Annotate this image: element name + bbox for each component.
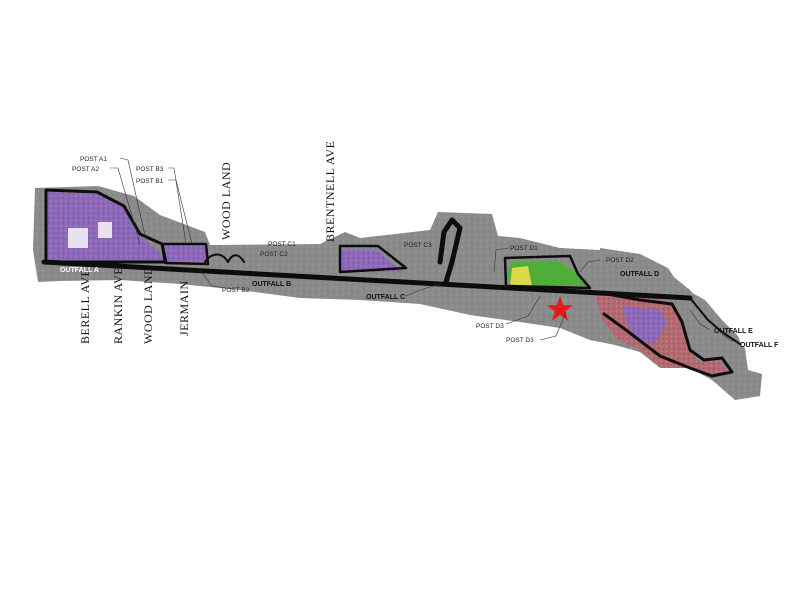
outfall-label-f: OUTFALL F <box>740 342 779 349</box>
boundary-d-east <box>594 290 734 378</box>
post-label-b2: POST B2 <box>222 287 250 294</box>
outfall-label-b: OUTFALL B <box>252 281 291 288</box>
zone-purple-c <box>340 250 404 272</box>
ground-east-spur <box>600 248 744 352</box>
boundary-a <box>44 188 168 264</box>
leader-post-b2 <box>199 269 233 290</box>
outfall-label-c: OUTFALL C <box>366 294 405 301</box>
post-label-d1: POST D1 <box>510 245 538 252</box>
post-label-c2: POST C2 <box>260 251 288 258</box>
leader-outfall-f <box>721 333 741 344</box>
leader-post-a1 <box>119 157 147 241</box>
post-label-d3-lower: POST D3 <box>506 337 534 344</box>
street-label-brentnell-ave: BRENTNELL AVE <box>323 141 337 243</box>
post-label-a2: POST A2 <box>72 166 99 173</box>
outfall-label-e: OUTFALL E <box>714 328 753 335</box>
leader-outfall-c <box>405 283 441 297</box>
outfall-label-a: OUTFALL A <box>60 267 99 274</box>
boundary-c-north <box>437 217 463 285</box>
outfall-labels: OUTFALL A OUTFALL B OUTFALL C OUTFALL D … <box>60 267 779 349</box>
parallel-trunk-line <box>203 268 602 296</box>
zone-white-building-2 <box>98 222 112 238</box>
leader-post-d3-upper <box>505 295 541 325</box>
boundary-b <box>160 242 210 266</box>
corridor <box>41 188 741 378</box>
street-label-wood-land-north: WOOD LAND <box>219 162 233 240</box>
zones <box>48 192 728 376</box>
post-label-d3-upper: POST D3 <box>476 323 504 330</box>
site-ground <box>33 186 762 400</box>
leader-post-d2 <box>579 259 601 273</box>
post-label-c1: POST C1 <box>268 241 296 248</box>
zone-white-building-1 <box>68 228 88 248</box>
leader-post-d3-lower <box>539 311 567 341</box>
corridor-link-east <box>689 297 741 345</box>
post-labels: POST A1 POST A2 POST B3 POST B1 POST B2 … <box>72 156 634 344</box>
zone-purple-b <box>162 244 208 262</box>
leader-lines <box>110 157 741 344</box>
post-label-b3: POST B3 <box>136 166 164 173</box>
post-label-c3: POST C3 <box>404 242 432 249</box>
zone-yellow-d <box>510 266 532 286</box>
boundary-c <box>338 244 408 274</box>
corridor-loop-west <box>204 253 245 263</box>
street-labels: BERELL AVE RANKIN AVE WOOD LAND JERMAIN … <box>78 141 337 345</box>
post-label-a1: POST A1 <box>80 156 107 163</box>
leader-outfall-e <box>689 309 711 331</box>
boundary-d <box>503 254 592 290</box>
leader-post-b3 <box>168 167 187 245</box>
street-label-wood-land-south: WOOD LAND <box>141 266 155 344</box>
post-label-b1: POST B1 <box>136 178 164 185</box>
leader-post-d1 <box>493 247 509 273</box>
star-marker-icon <box>547 296 573 321</box>
street-label-jermain: JERMAIN <box>177 280 191 336</box>
leader-post-a2 <box>110 167 141 245</box>
post-label-d2: POST D2 <box>606 257 634 264</box>
ground-west <box>33 186 762 400</box>
street-label-berell-ave: BERELL AVE <box>78 269 92 344</box>
street-label-rankin-ave: RANKIN AVE <box>111 267 125 344</box>
leader-post-b1 <box>168 179 193 245</box>
outfall-label-d: OUTFALL D <box>620 271 659 278</box>
